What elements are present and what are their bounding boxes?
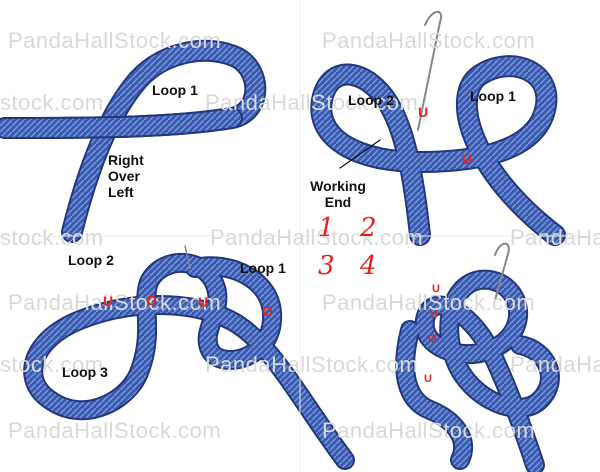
under-marker: U (103, 293, 114, 309)
label-left: Left (108, 184, 134, 200)
step-number-1: 1 (318, 213, 335, 243)
label-loop-1: Loop 1 (470, 88, 516, 104)
watermark: PandaHallStock.com (210, 225, 424, 250)
label-loop-1: Loop 1 (240, 260, 286, 276)
watermark-partial: stock.com (0, 225, 104, 250)
label-loop-2: Loop 2 (68, 252, 114, 268)
label-loop-1: Loop 1 (152, 82, 198, 98)
over-marker: O (146, 292, 157, 308)
watermark: PandaHallStock.com (205, 352, 419, 377)
under-marker: U (430, 309, 438, 321)
watermark: PandaHallStock.com (8, 418, 222, 443)
under-marker: U (432, 283, 440, 295)
watermark: PandaHallStock.com (8, 290, 222, 315)
watermark: PandaHallStock.com (322, 418, 536, 443)
label-over: Over (108, 168, 140, 184)
panel-step-1 (0, 39, 267, 243)
over-marker: O (262, 303, 273, 319)
step-number-2: 2 (360, 213, 377, 243)
watermark: PandaHallStock.com (322, 28, 536, 53)
step-number-4: 4 (360, 251, 377, 281)
step-number-3: 3 (318, 251, 335, 281)
watermark: PandaHallStock.com (8, 28, 222, 53)
watermark-partial: PandaHa (510, 352, 600, 377)
watermark: PandaHallStock.com (322, 290, 536, 315)
panel-step-2 (310, 10, 566, 246)
under-marker: U (418, 104, 429, 120)
label-loop-2: Loop 2 (348, 92, 394, 108)
watermark-partial: PandaHa (510, 225, 600, 250)
over-marker: O (428, 333, 437, 345)
panel-step-4 (395, 242, 560, 472)
watermark-partial: stock.com (0, 90, 104, 115)
watermark-partial: stock.com (0, 352, 104, 377)
label-right: Right (108, 152, 144, 168)
label-working: Working (310, 178, 366, 194)
under-marker: U (198, 294, 209, 310)
watermark: PandaHallStock.com (205, 90, 419, 115)
under-marker: U (424, 373, 432, 385)
label-loop-3: Loop 3 (62, 364, 108, 380)
label-end: End (324, 194, 352, 210)
panel-step-3 (23, 245, 355, 470)
under-marker: U (462, 151, 473, 167)
